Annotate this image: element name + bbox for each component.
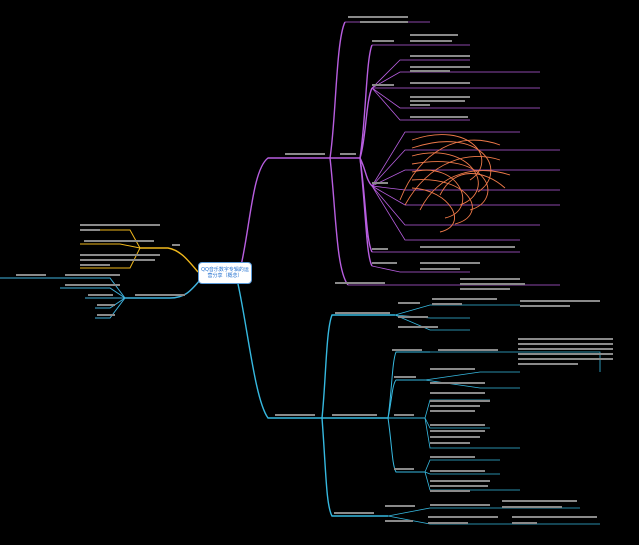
cyan-leaf-1: [394, 304, 520, 316]
cyan-sub-2: [387, 379, 425, 419]
purple-sub-4: [359, 157, 373, 187]
blue-left-leaf-2: [60, 287, 126, 299]
cyan-trunk-to-top: [321, 314, 395, 419]
purple-trunk: [239, 157, 330, 271]
cyan-sub-1: [387, 351, 430, 419]
purple-leaf-2: [371, 59, 470, 89]
blue-left-leaf-4: [95, 297, 126, 309]
cyan-leaf-10: [424, 417, 520, 449]
purple-sub-3: [359, 87, 373, 159]
cyan-sub-4: [387, 417, 425, 473]
purple-leaf-8: [371, 149, 560, 187]
cyan-leaf-14: [387, 507, 480, 517]
cyan-leaf-3: [394, 314, 470, 331]
cyan-leaf-6: [424, 371, 520, 381]
cyan-trunk-to-bottom: [321, 417, 388, 517]
purple-leaf-5: [371, 87, 540, 109]
purple-leaf-10: [371, 185, 560, 191]
label-placeholders: [16, 16, 613, 524]
purple-leaf-13: [371, 185, 520, 241]
purple-leaf-12: [371, 185, 540, 226]
cyan-trunk: [237, 283, 322, 419]
relation-arcs: [399, 134, 511, 233]
purple-leaf-7: [371, 131, 520, 187]
purple-leaf-6: [371, 87, 470, 121]
central-topic[interactable]: QQ音乐数字专辑的运营分享（概念）: [198, 262, 252, 284]
purple-leaf-15: [371, 265, 470, 273]
orange-leaf-1: [80, 229, 141, 249]
purple-sub-2: [359, 44, 373, 159]
purple-leaf-9: [371, 169, 560, 187]
cyan-leaf-11: [424, 459, 500, 473]
purple-leaf-3: [371, 71, 540, 89]
purple-trunk-to-top: [329, 21, 346, 159]
blue-left-leaf-5: [95, 297, 126, 319]
purple-trunk-to-bottom: [329, 157, 349, 286]
cyan-leaf-9: [424, 417, 490, 429]
cyan-leaf-8: [424, 399, 490, 419]
orange-leaf-2: [80, 243, 141, 249]
cyan-leaf-12: [424, 471, 500, 475]
purple-sub-6: [359, 157, 373, 267]
cyan-leaf-5: [520, 351, 601, 372]
orange-trunk: [140, 247, 199, 273]
blue-left-leaf-1: [0, 277, 126, 299]
